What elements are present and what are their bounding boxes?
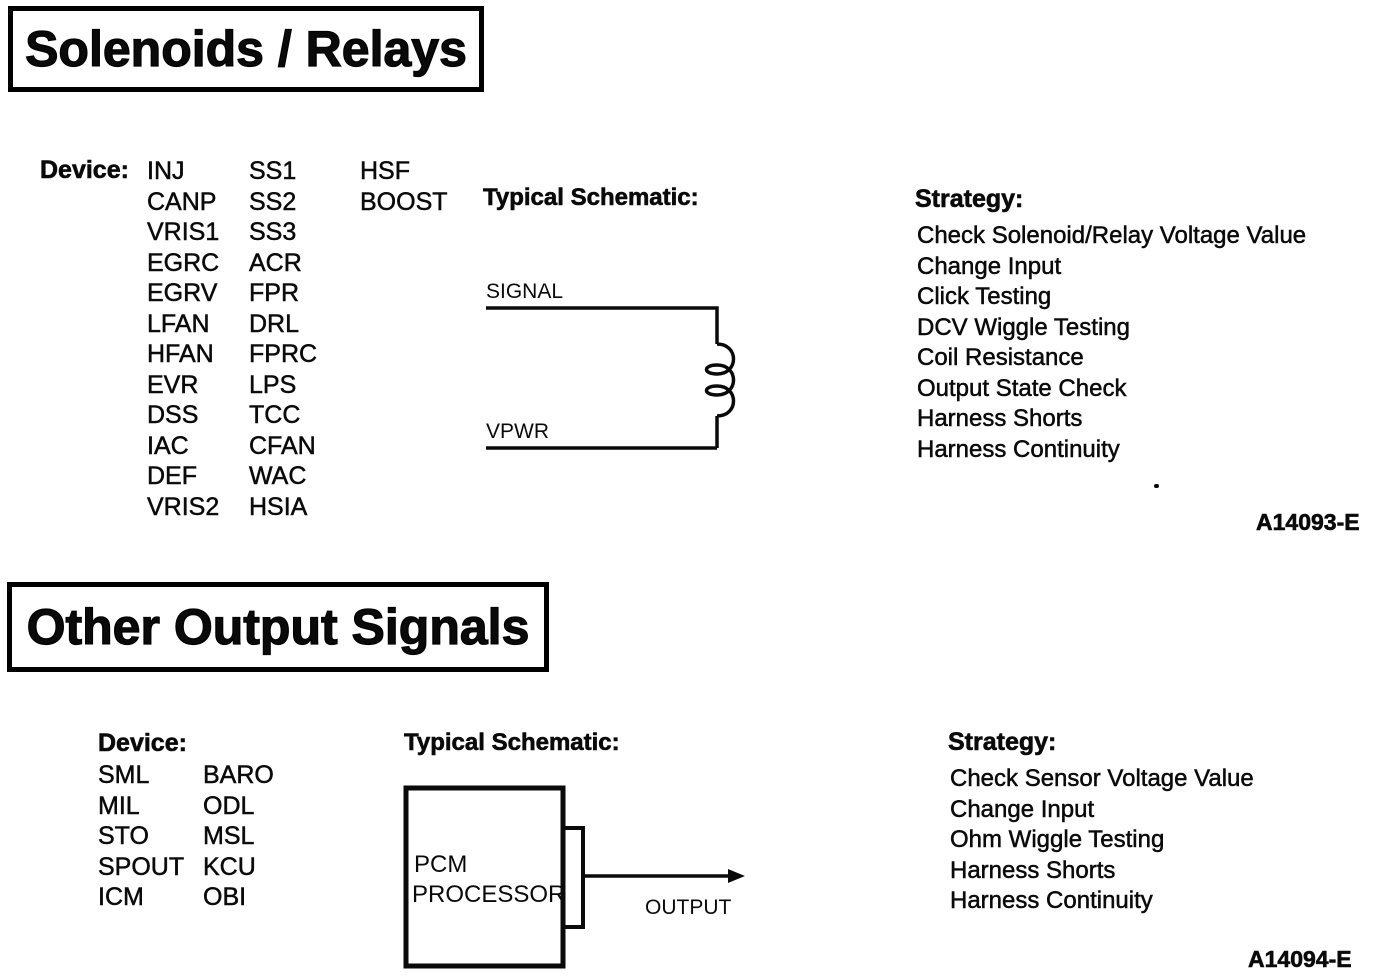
device-code: STO [98,822,149,850]
device-code: LFAN [147,309,210,338]
device-code: FPRC [249,340,318,368]
strategy-label: Strategy: [915,185,1024,214]
device-code: KCU [203,852,256,881]
device-code: LPS [249,370,297,399]
device-code: TCC [249,401,301,429]
signal-wire-label: SIGNAL [486,280,563,303]
inductor-coil-icon [704,342,736,418]
strategy-item: Coil Resistance [917,344,1084,371]
device-code: HSIA [249,492,308,521]
device-code: HSF [360,157,410,185]
pcm-box-line2: PROCESSOR [412,881,565,908]
device-code: CFAN [249,431,316,460]
pcm-output-schematic: PCM PROCESSOR OUTPUT [403,785,745,969]
strategy-item: Click Testing [917,283,1052,310]
device-code: EVR [147,370,199,399]
device-code: DEF [147,462,198,490]
device-code: HFAN [147,340,214,368]
device-code: INJ [147,157,185,185]
device-code: DSS [147,401,199,429]
device-code: BARO [203,761,274,789]
strategy-item: Harness Shorts [950,856,1116,884]
vpwr-wire-label: VPWR [486,420,549,443]
device-code: BOOST [360,187,448,216]
strategy-item: Output State Check [917,374,1127,402]
device-code: DRL [249,309,300,338]
device-code: CANP [147,187,217,216]
section-title-text: Other Output Signals [26,598,530,655]
device-code: ICM [98,883,144,911]
output-wire-label: OUTPUT [645,896,732,919]
device-code: ACR [249,248,302,277]
device-code: VRIS1 [147,218,220,246]
arrow-right-icon [728,869,745,883]
device-code: SS3 [249,218,297,246]
device-label: Device: [40,156,130,185]
device-code: OBI [203,883,247,911]
device-code: SML [98,761,150,789]
device-code: IAC [147,431,189,460]
device-code: EGRC [147,248,220,277]
strategy-item: Change Input [917,252,1062,280]
device-code: FPR [249,279,300,307]
strategy-label: Strategy: [948,728,1057,757]
device-code: SS1 [249,157,297,185]
solenoid-schematic: SIGNAL VPWR [486,280,736,450]
section-title-other-output-signals: Other Output Signals [7,582,549,672]
device-code: SPOUT [98,852,185,881]
device-code: EGRV [147,279,218,307]
device-code: MIL [98,791,140,820]
device-code: ODL [203,791,255,820]
strategy-item: Check Sensor Voltage Value [950,765,1254,792]
device-code: WAC [249,462,307,490]
typical-schematic-label: Typical Schematic: [404,729,620,757]
pcm-box-line1: PCM [414,851,467,878]
strategy-item: Harness Continuity [917,435,1120,463]
figure-id: A14093-E [1256,509,1360,536]
figure-id: A14094-E [1248,946,1352,973]
section-title-text: Solenoids / Relays [24,20,467,77]
signal-wire [486,306,719,344]
typical-schematic-label: Typical Schematic: [483,184,699,212]
section-title-solenoids-relays: Solenoids / Relays [8,6,484,92]
strategy-item: Change Input [950,795,1095,823]
scan-speck [1154,484,1159,488]
strategy-item: Check Solenoid/Relay Voltage Value [917,222,1307,249]
strategy-item: Harness Shorts [917,405,1083,432]
strategy-item: DCV Wiggle Testing [917,313,1130,341]
device-code: SS2 [249,187,297,216]
strategy-item: Ohm Wiggle Testing [950,826,1165,853]
strategy-item: Harness Continuity [950,887,1153,914]
device-code: VRIS2 [147,492,220,521]
vpwr-wire [486,416,719,450]
output-pin-connector [561,826,585,929]
device-label: Device: [98,729,188,758]
device-code: MSL [203,822,255,850]
